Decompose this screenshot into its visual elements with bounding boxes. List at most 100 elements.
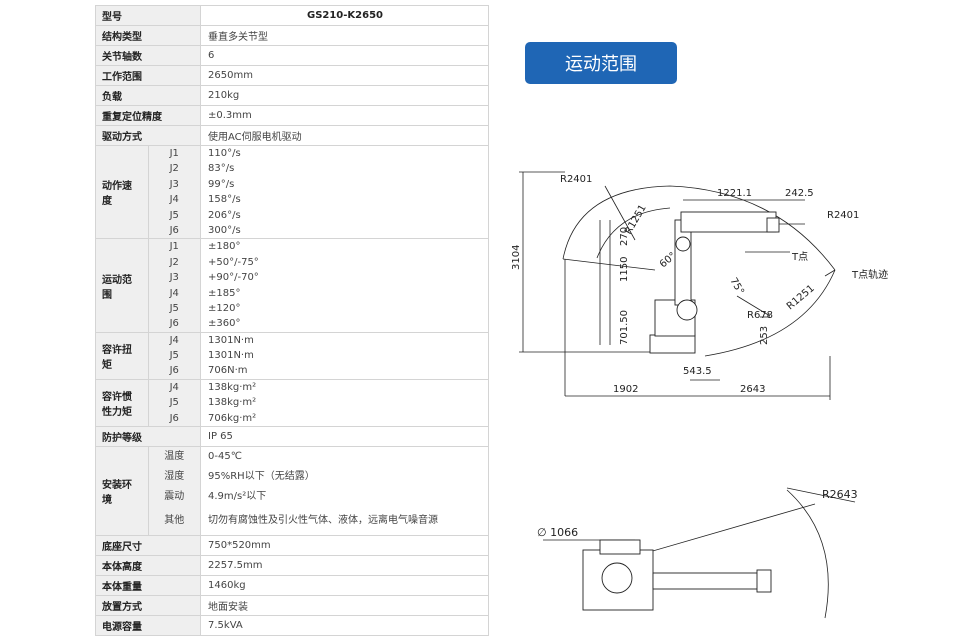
power-value: 7.5kVA	[200, 615, 489, 637]
power-label: 电源容量	[95, 615, 201, 637]
r2643-label: R2643	[822, 488, 858, 501]
torque-joint: J5	[169, 350, 179, 362]
motion-value: ±180°	[208, 241, 241, 253]
r678-label: R678	[747, 310, 773, 321]
height-value: 2257.5mm	[200, 555, 489, 577]
inertia-label: 容许惯性力矩	[95, 378, 149, 428]
top-reach-arc	[786, 489, 829, 619]
work-range-value: 2650mm	[200, 65, 489, 86]
torque-joint: J6	[169, 365, 179, 377]
speed-value: 83°/s	[208, 163, 235, 175]
speed-joint: J2	[169, 163, 179, 175]
speed-joint: J1	[169, 148, 179, 159]
speed-value: 99°/s	[208, 178, 235, 190]
motion-values: ±180°+50°/-75°+90°/-70°±185°±120°±360°	[200, 238, 489, 333]
work-range-label: 工作范围	[95, 65, 201, 86]
robot-side-figure	[649, 211, 780, 354]
model-label: 型号	[95, 5, 201, 26]
speed-joint: J4	[169, 194, 179, 206]
d701-label: 701.50	[619, 310, 630, 345]
env-value: 4.9m/s²以下	[208, 491, 267, 503]
robot-top-figure	[582, 539, 772, 611]
motion-joint: J4	[169, 287, 179, 299]
inertia-joint: J6	[169, 412, 179, 424]
torque-label: 容许扭矩	[95, 331, 149, 380]
d1221-label: 1221.1	[717, 188, 752, 199]
r2401-left-label: R2401	[560, 174, 592, 185]
motion-joint: J3	[169, 272, 179, 284]
speed-value: 206°/s	[208, 209, 241, 221]
drive-label: 驱动方式	[95, 125, 201, 146]
lower-arc	[704, 269, 836, 357]
env-value: 95%RH以下（无结露）	[208, 471, 315, 483]
inertia-joint: J4	[169, 381, 179, 393]
axes-label: 关节轴数	[95, 45, 201, 66]
r2401-right-label: R2401	[827, 210, 859, 221]
speed-joint: J3	[169, 178, 179, 190]
speed-values: 110°/s 83°/s 99°/s 158°/s 206°/s 300°/s	[200, 144, 489, 240]
speed-value: 300°/s	[208, 224, 241, 236]
env-value: 0-45℃	[208, 451, 242, 463]
r1251-bottom-label: R1251	[785, 283, 817, 312]
d1150-label: 1150	[619, 257, 630, 282]
repeat-label: 重复定位精度	[95, 105, 201, 126]
load-value: 210kg	[200, 85, 489, 106]
d2643-label: 2643	[740, 384, 765, 395]
motion-joint: J6	[169, 318, 179, 330]
section-title-badge: 运动范围	[525, 42, 677, 84]
torque-joint: J4	[169, 334, 179, 346]
d543-label: 543.5	[683, 366, 712, 377]
top-view-diagram: R2643 ∅ 1066	[537, 487, 858, 619]
motion-value: +90°/-70°	[208, 272, 259, 284]
drive-value: 使用AC伺服电机驱动	[200, 125, 489, 146]
weight-label: 本体重量	[95, 575, 201, 597]
install-label: 放置方式	[95, 595, 201, 617]
motion-joint: J5	[169, 302, 179, 314]
motion-value: ±360°	[208, 318, 241, 330]
env-item: 震动	[164, 491, 185, 503]
d1902-label: 1902	[613, 384, 638, 395]
speed-value: 158°/s	[208, 194, 241, 206]
inertia-value: 138kg·m²	[208, 397, 257, 409]
spec-table: 型号 GS210-K2650 结构类型 垂直多关节型 关节轴数 6 工作范围 2…	[95, 5, 489, 637]
axes-value: 6	[200, 45, 489, 66]
load-label: 负载	[95, 85, 201, 106]
inner-arc	[596, 207, 671, 259]
d1066-label: ∅ 1066	[537, 526, 578, 539]
weight-value: 1460kg	[200, 575, 489, 597]
angle-75-label: 75°	[727, 276, 745, 297]
motion-joint: J1	[169, 241, 179, 253]
motion-joint: J2	[169, 256, 179, 268]
env-value: 切勿有腐蚀性及引火性气体、液体，远离电气噪音源	[208, 515, 438, 527]
env-label: 安装环境	[95, 446, 149, 537]
protection-value: IP 65	[200, 426, 489, 448]
outer-arc	[562, 185, 836, 271]
inertia-value: 706kg·m²	[208, 412, 257, 424]
speed-label: 动作速度	[95, 144, 149, 240]
speed-joint: J5	[169, 209, 179, 221]
speed-joint: J6	[169, 224, 179, 236]
speed-value: 110°/s	[208, 148, 241, 159]
protection-label: 防护等级	[95, 426, 201, 448]
motion-label: 运动范围	[95, 238, 149, 333]
d242-label: 242.5	[785, 188, 814, 199]
motion-value: ±120°	[208, 302, 241, 314]
torque-value: 1301N·m	[208, 334, 254, 346]
base-label: 底座尺寸	[95, 535, 201, 557]
env-values: 0-45℃ 95%RH以下（无结露） 4.9m/s²以下切勿有腐蚀性及引火性气体、液…	[200, 446, 489, 537]
height-label: 本体高度	[95, 555, 201, 577]
d253-label: 253	[759, 326, 770, 345]
side-view-diagram: R2401 R2401 R1251 R1251 1221.1 242.5 270…	[511, 171, 888, 400]
d3104-label: 3104	[511, 245, 522, 270]
structure-value: 垂直多关节型	[200, 25, 489, 46]
motion-value: ±185°	[208, 287, 241, 299]
repeat-value: ±0.3mm	[200, 105, 489, 126]
env-item: 湿度	[164, 471, 185, 483]
model-value: GS210-K2650	[200, 5, 489, 26]
env-items: 温度湿度震动其他	[147, 446, 201, 537]
